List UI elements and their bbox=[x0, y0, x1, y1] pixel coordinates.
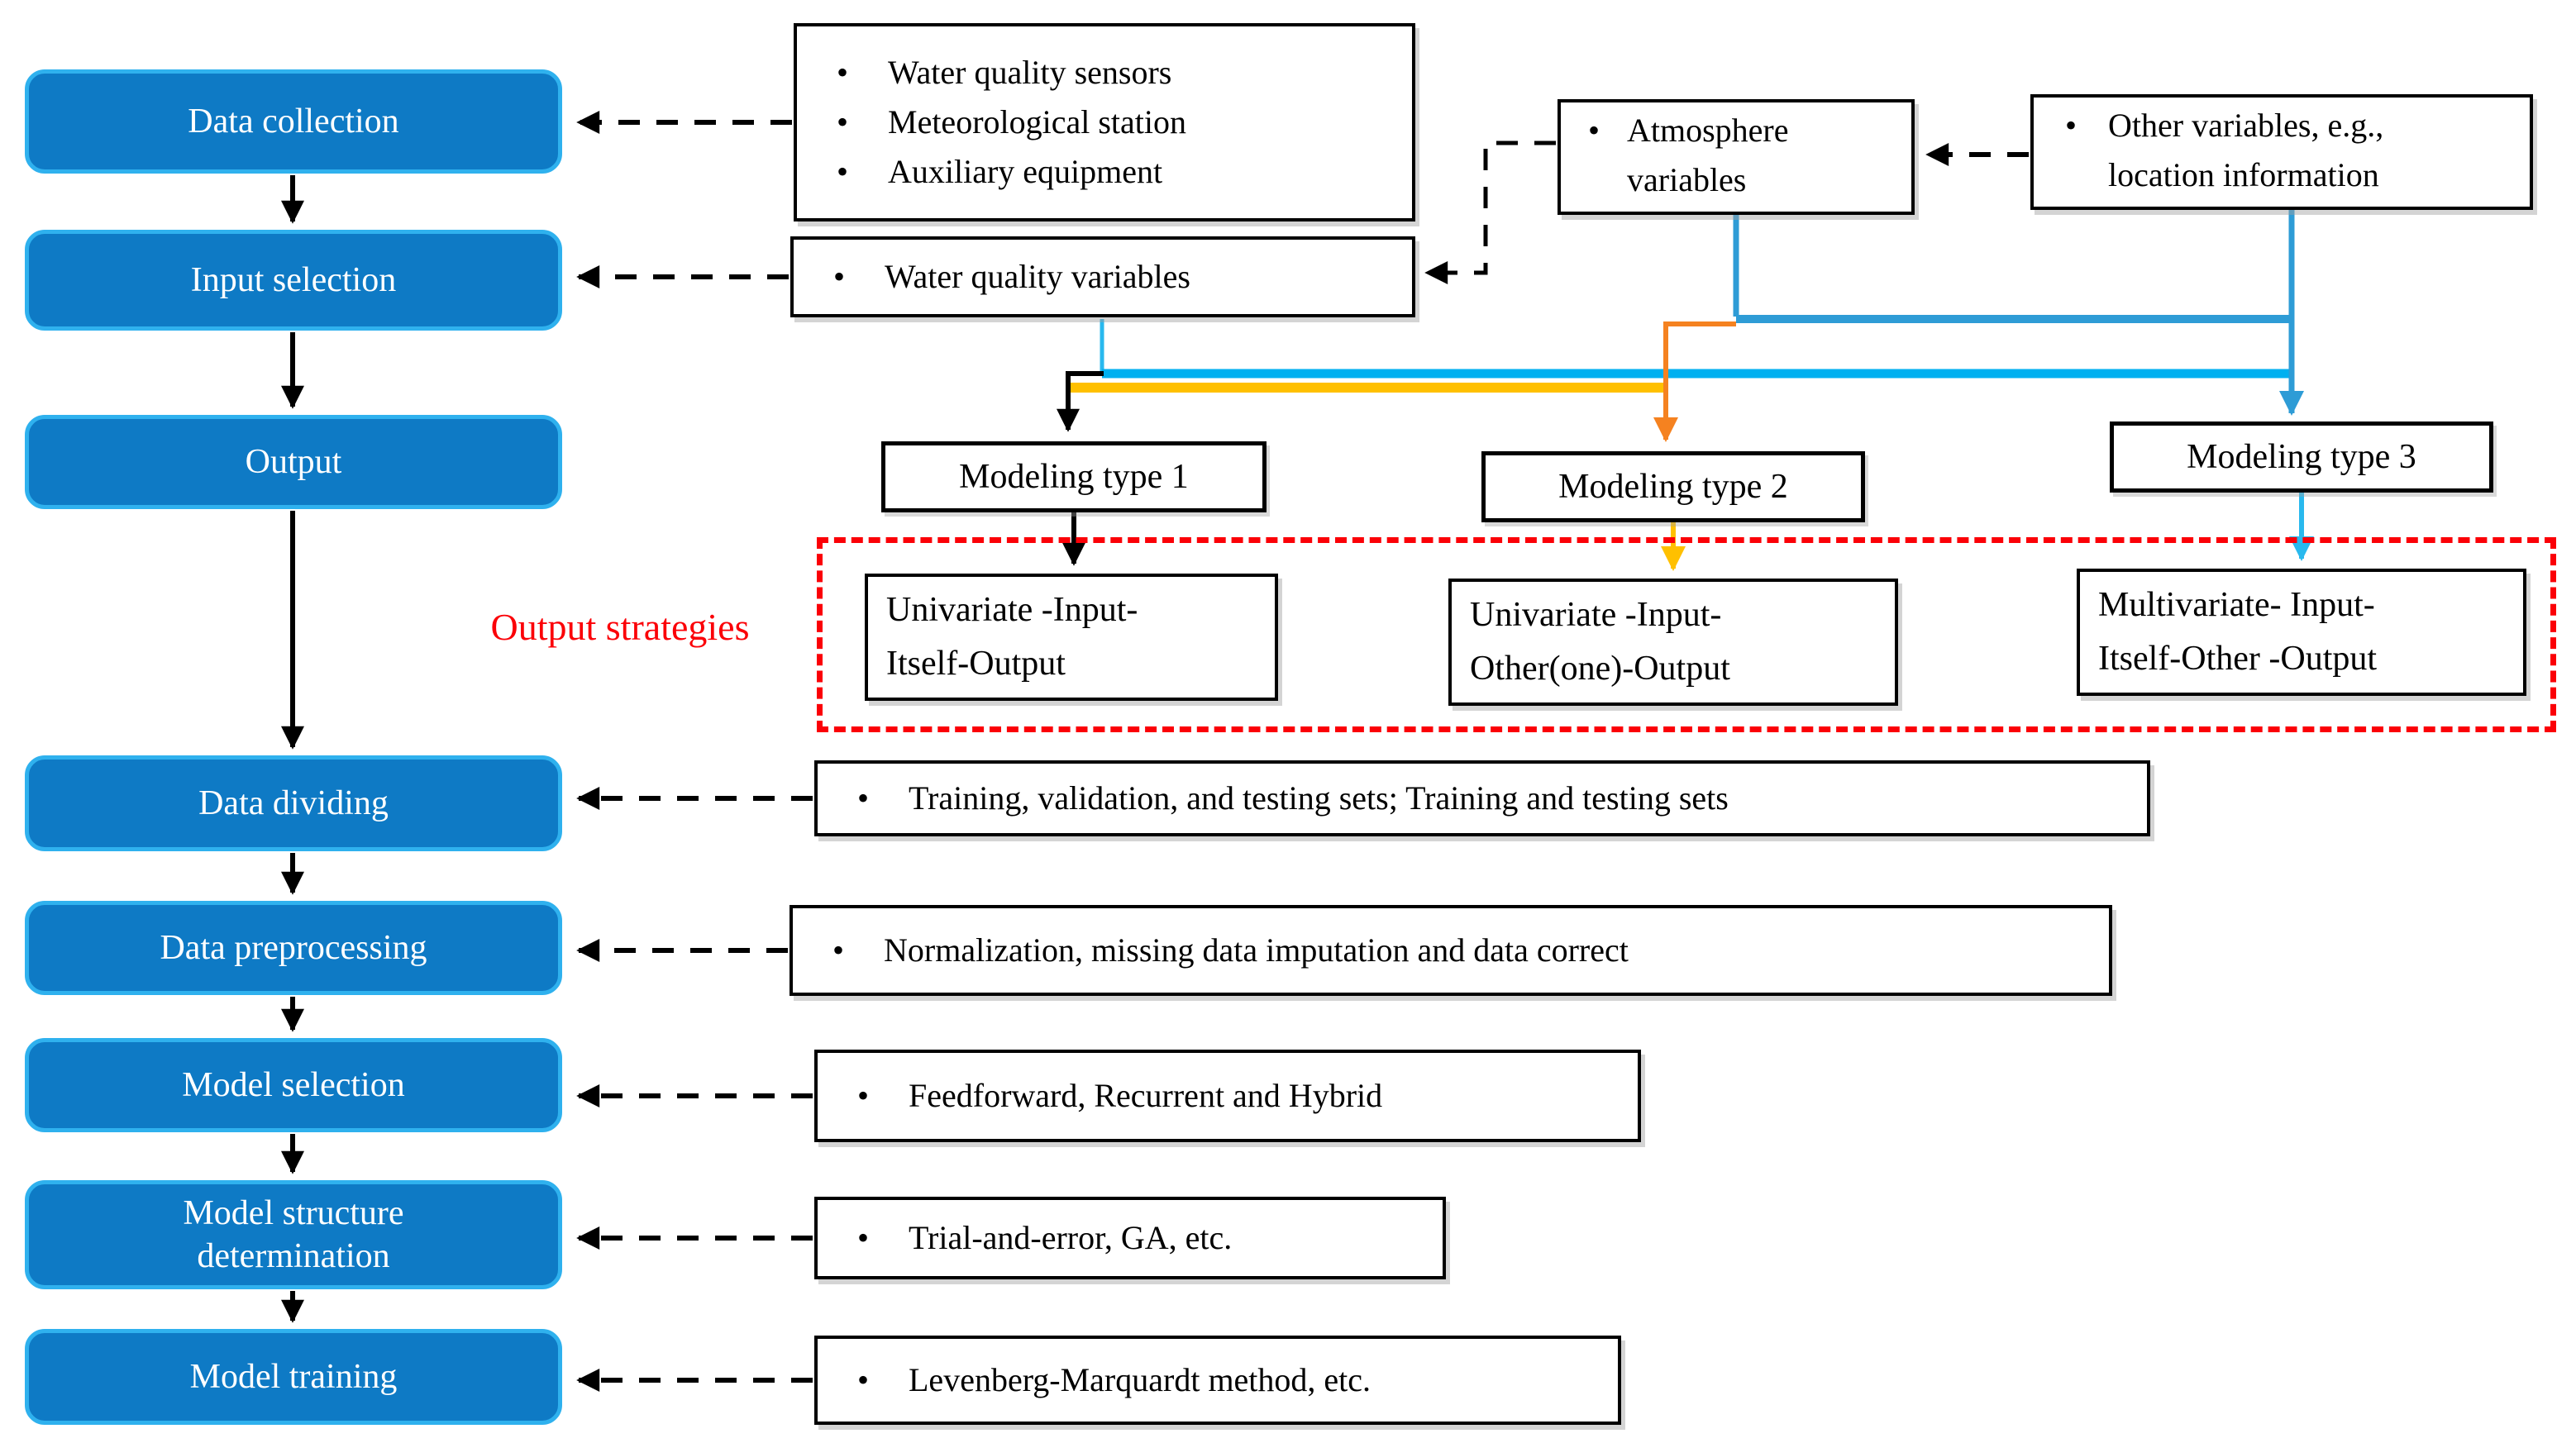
output-strategies-text: Output strategies bbox=[490, 605, 750, 648]
stage-input-selection: Input selection bbox=[25, 230, 562, 331]
note-water-quality-variables: • Water quality variables bbox=[790, 236, 1415, 317]
strategy-line1: Multivariate- Input- bbox=[2098, 585, 2375, 624]
dashed-atmosphere-wq bbox=[1424, 140, 1556, 284]
connector-black-to-type1 bbox=[1057, 371, 1104, 432]
strategy-line2: Other(one)-Output bbox=[1470, 650, 1730, 688]
bullet-text: Auxiliary equipment bbox=[888, 153, 1163, 190]
bullet-line: • Water quality sensors bbox=[797, 48, 1412, 98]
bullet-text-line2: location information bbox=[2108, 156, 2379, 193]
strategy-line1: Univariate -Input- bbox=[886, 590, 1138, 629]
bullet-glyph: • bbox=[856, 779, 869, 817]
note-model-structure: • Trial-and-error, GA, etc. bbox=[814, 1197, 1446, 1279]
bullet-text: Normalization, missing data imputation a… bbox=[884, 931, 1629, 969]
stage-output: Output bbox=[25, 415, 562, 509]
note-atmosphere-variables: • Atmosphere variables bbox=[1558, 99, 1915, 215]
bullet-text-line1: Atmosphere bbox=[1627, 112, 1789, 149]
output-strategies-label: Output strategies bbox=[446, 600, 794, 653]
stage-data-preprocessing: Data preprocessing bbox=[25, 901, 562, 995]
note-data-preprocessing: • Normalization, missing data imputation… bbox=[789, 905, 2112, 996]
stage-model-selection: Model selection bbox=[25, 1038, 562, 1132]
stage-label: Data dividing bbox=[198, 783, 389, 822]
box-strategy-multivariate: Multivariate- Input- Itself-Other -Outpu… bbox=[2077, 569, 2526, 696]
bullet-glyph: • bbox=[856, 1077, 869, 1114]
modeling-type-label: Modeling type 3 bbox=[2187, 438, 2416, 476]
bullet-text-line2: variables bbox=[1627, 161, 1747, 198]
stage-data-collection: Data collection bbox=[25, 69, 562, 174]
bullet-text: Feedforward, Recurrent and Hybrid bbox=[909, 1077, 1383, 1114]
bullet-glyph: • bbox=[836, 54, 848, 91]
modeling-type-label: Modeling type 2 bbox=[1558, 468, 1788, 506]
bullet-glyph: • bbox=[856, 1361, 869, 1398]
stage-label: Data collection bbox=[188, 102, 399, 140]
note-model-training: • Levenberg-Marquardt method, etc. bbox=[814, 1336, 1621, 1425]
box-modeling-type-3: Modeling type 3 bbox=[2110, 421, 2493, 493]
bullet-text: Trial-and-error, GA, etc. bbox=[909, 1219, 1233, 1256]
bullet-glyph: • bbox=[836, 153, 848, 190]
bullet-text: Training, validation, and testing sets; … bbox=[909, 779, 1729, 817]
bullet-glyph: • bbox=[832, 258, 845, 295]
bullet-text: Levenberg-Marquardt method, etc. bbox=[909, 1361, 1371, 1398]
bullet-glyph: • bbox=[2064, 107, 2077, 144]
stage-label: Model selection bbox=[182, 1065, 405, 1104]
stage-model-training: Model training bbox=[25, 1329, 562, 1425]
stage-label: Model training bbox=[189, 1357, 398, 1396]
connector-orange-to-type2 bbox=[1653, 321, 1736, 442]
note-collection-sources: • Water quality sensors • Meteorological… bbox=[794, 23, 1415, 221]
box-modeling-type-2: Modeling type 2 bbox=[1481, 451, 1865, 522]
modeling-type-label: Modeling type 1 bbox=[959, 458, 1189, 496]
note-other-variables: • Other variables, e.g., location inform… bbox=[2030, 94, 2533, 210]
stage-label: Input selection bbox=[190, 260, 397, 299]
stage-label: Output bbox=[245, 442, 342, 481]
stage-label-line1: Model structure bbox=[183, 1193, 404, 1232]
bullet-glyph: • bbox=[1587, 112, 1600, 149]
stage-data-dividing: Data dividing bbox=[25, 755, 562, 851]
bullet-text: Water quality sensors bbox=[888, 54, 1172, 91]
note-data-dividing: • Training, validation, and testing sets… bbox=[814, 760, 2150, 836]
box-strategy-univariate-other: Univariate -Input- Other(one)-Output bbox=[1448, 579, 1898, 706]
strategy-line2: Itself-Other -Output bbox=[2098, 640, 2378, 678]
output-strategies-region bbox=[817, 537, 2556, 732]
bullet-line: • Auxiliary equipment bbox=[797, 147, 1412, 197]
box-strategy-univariate-itself: Univariate -Input- Itself-Output bbox=[865, 574, 1278, 701]
bullet-glyph: • bbox=[856, 1219, 869, 1256]
stage-model-structure-determination: Model structure determination bbox=[25, 1180, 562, 1289]
bullet-line: • Meteorological station bbox=[797, 98, 1412, 147]
bullet-glyph: • bbox=[832, 931, 844, 969]
box-modeling-type-1: Modeling type 1 bbox=[881, 441, 1267, 512]
strategy-line1: Univariate -Input- bbox=[1470, 595, 1722, 634]
bullet-text-line1: Other variables, e.g., bbox=[2108, 107, 2384, 144]
bullet-text: Meteorological station bbox=[888, 103, 1187, 140]
note-model-selection: • Feedforward, Recurrent and Hybrid bbox=[814, 1050, 1641, 1142]
strategy-line2: Itself-Output bbox=[886, 645, 1066, 683]
bullet-glyph: • bbox=[836, 103, 848, 140]
stage-label-line2: determination bbox=[197, 1237, 390, 1275]
bullet-text: Water quality variables bbox=[885, 258, 1190, 295]
stage-label: Data preprocessing bbox=[160, 928, 427, 967]
